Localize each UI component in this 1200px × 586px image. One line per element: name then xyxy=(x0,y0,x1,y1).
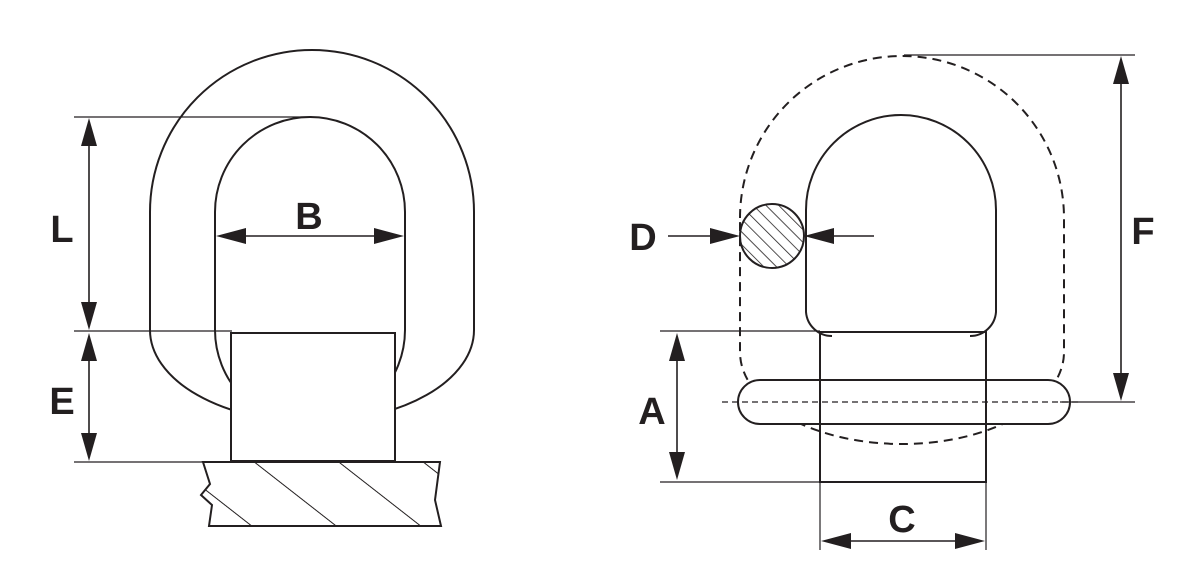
loop-inner-outline xyxy=(805,114,997,338)
dim-b-arrow-right xyxy=(374,228,404,244)
swing-envelope-dashed xyxy=(739,55,1065,445)
label-e: E xyxy=(49,381,74,423)
dim-a-arrow-bottom xyxy=(669,452,685,480)
dim-a-arrow-top xyxy=(669,333,685,361)
dim-b-arrow-left xyxy=(216,228,246,244)
dim-l-arrow-top xyxy=(81,118,97,146)
dim-c-arrow-right xyxy=(955,533,985,549)
dim-c-arrow-left xyxy=(821,533,851,549)
base-section xyxy=(199,461,443,527)
label-a: A xyxy=(638,391,665,433)
dim-d-arrow-left xyxy=(710,228,740,244)
dim-e-arrow-bottom xyxy=(81,433,97,461)
label-c: C xyxy=(888,499,915,541)
label-l: L xyxy=(50,209,73,251)
label-f: F xyxy=(1131,211,1154,253)
label-b: B xyxy=(295,196,322,238)
dim-f-arrow-top xyxy=(1113,56,1129,84)
side-view: D A F C xyxy=(629,54,1155,550)
dim-l-arrow-bottom xyxy=(81,302,97,330)
ring-outer-outline xyxy=(149,49,475,423)
dim-d-arrow-right xyxy=(804,228,834,244)
dim-e-arrow-top xyxy=(81,333,97,361)
wire-section-hatched xyxy=(739,203,805,269)
bolt-body xyxy=(230,332,396,462)
label-d: D xyxy=(629,217,656,259)
dim-f-arrow-bottom xyxy=(1113,373,1129,401)
front-view: L B E xyxy=(49,49,475,527)
